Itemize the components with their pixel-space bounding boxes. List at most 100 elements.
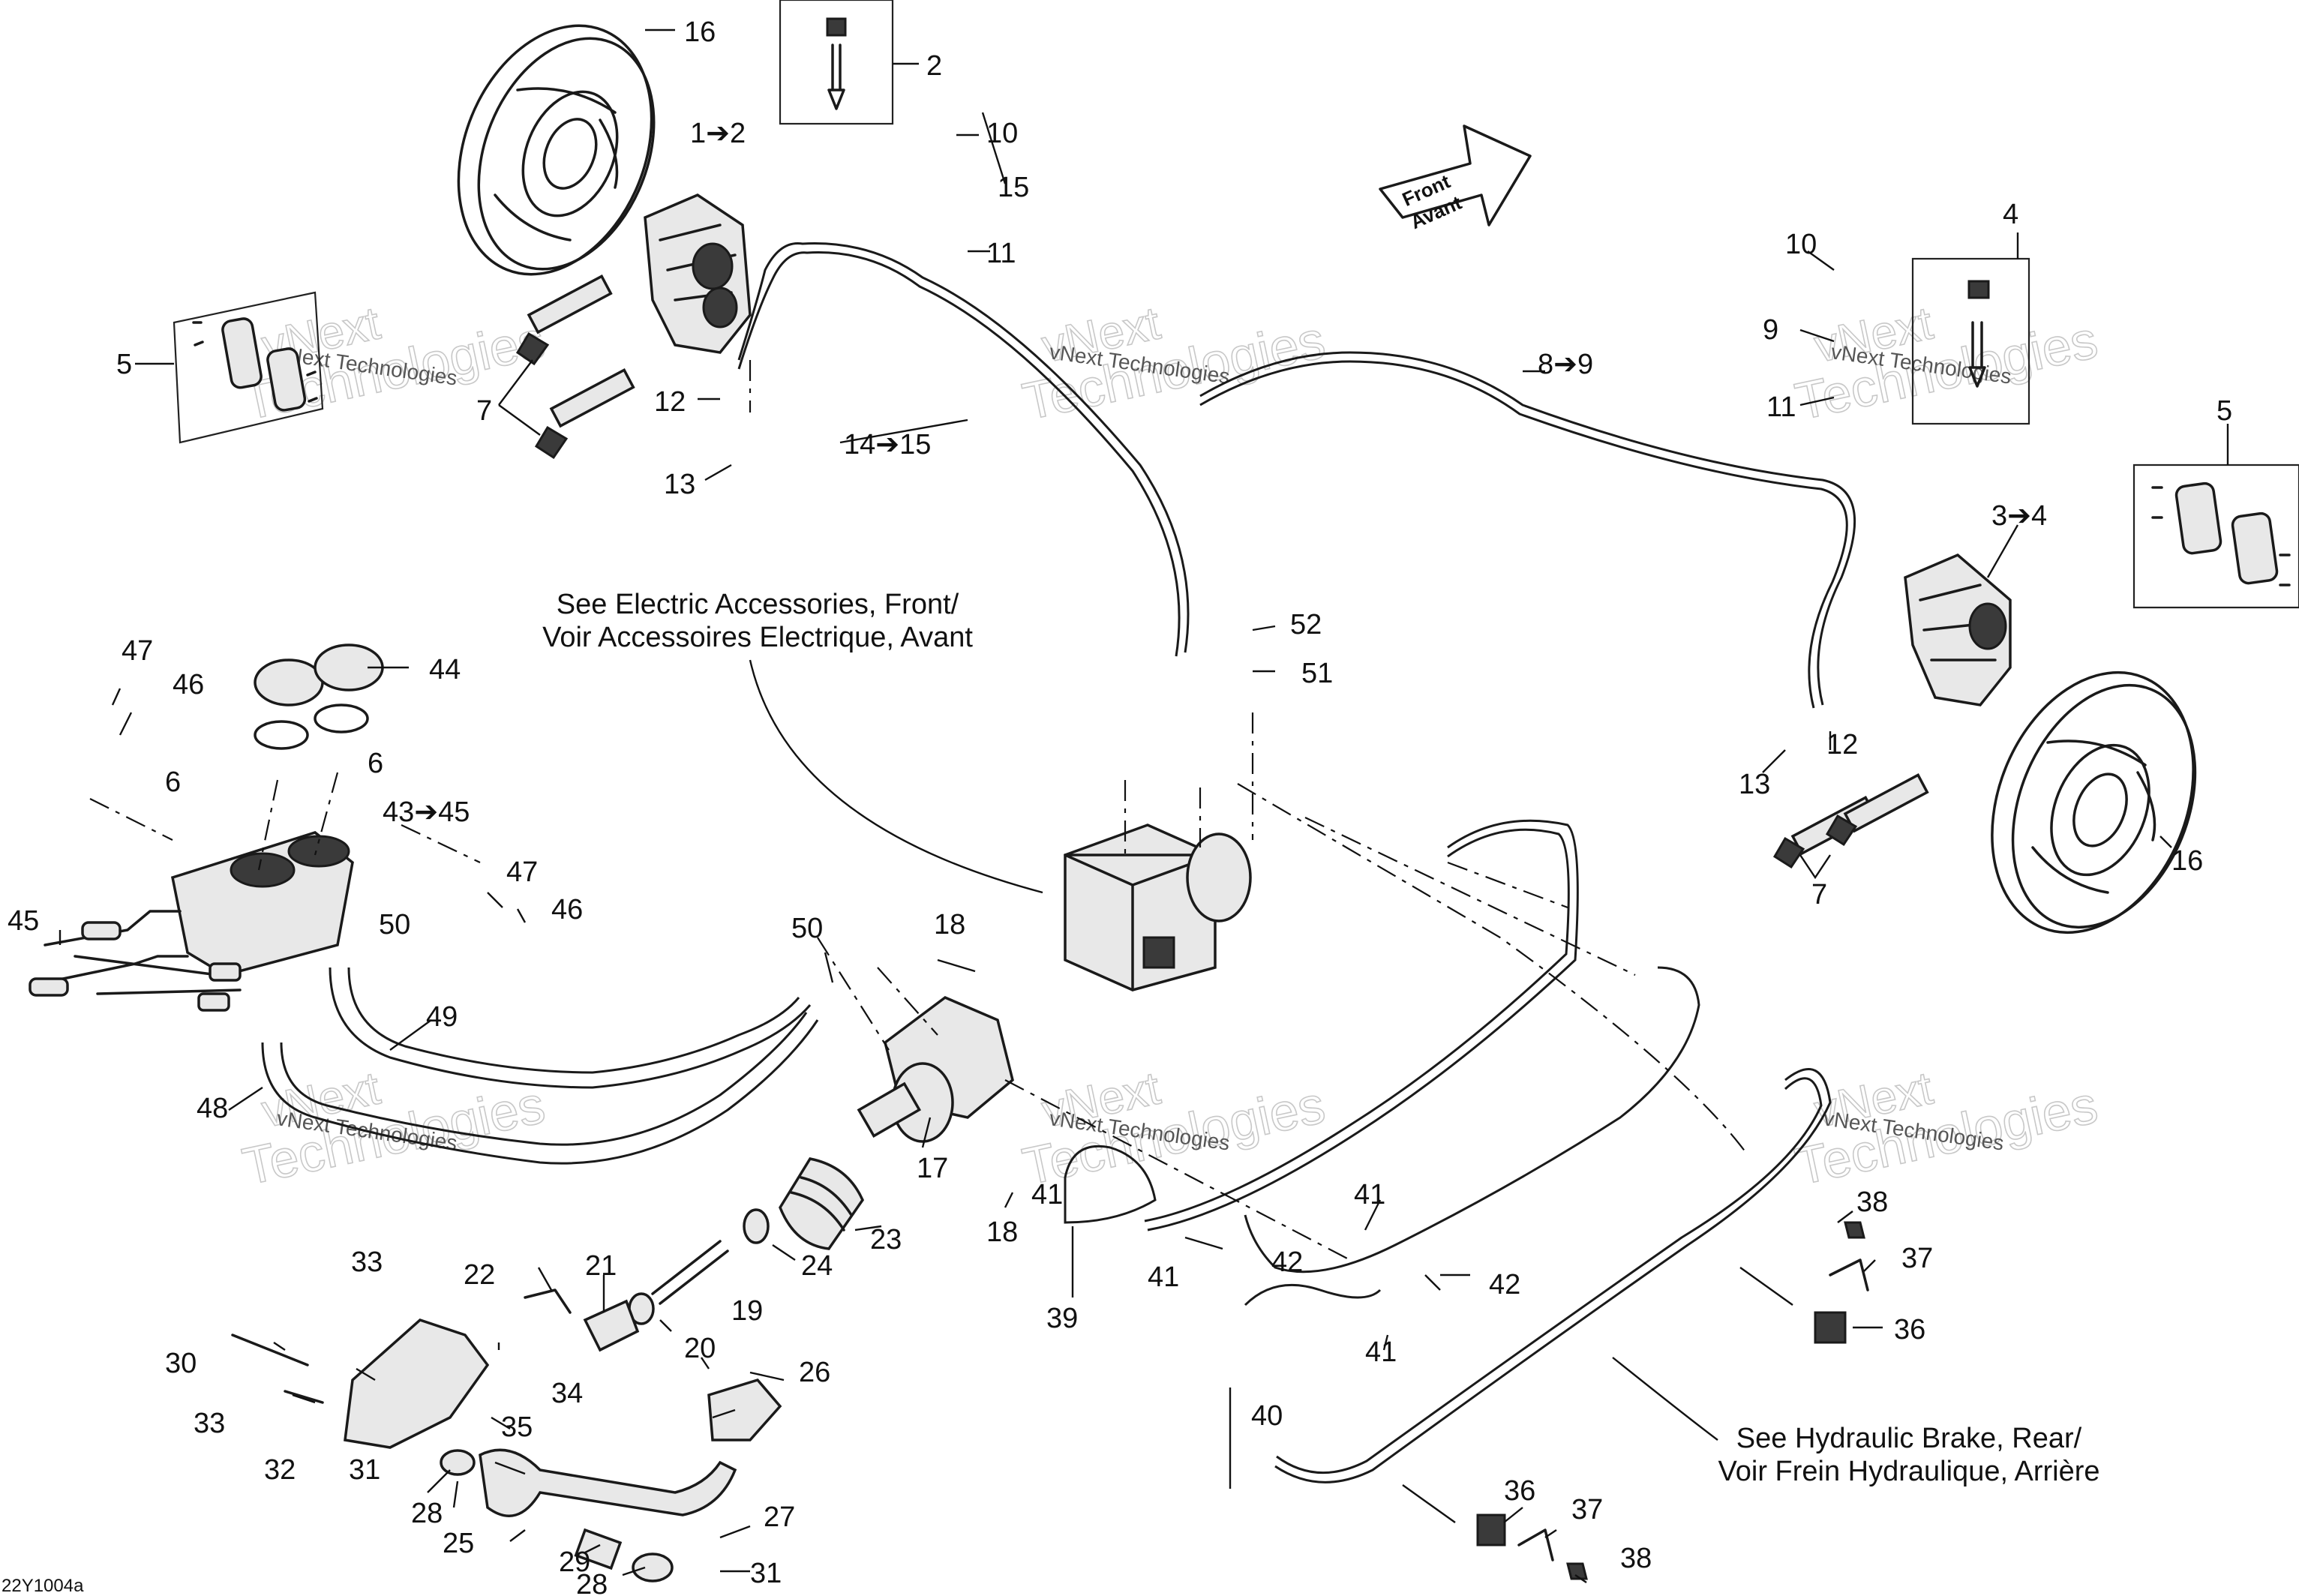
brake-pedal <box>440 1378 782 1582</box>
reservoir-hoses <box>261 967 819 1165</box>
callout-16: 16 <box>2171 845 2203 877</box>
callout-23: 23 <box>870 1224 902 1256</box>
caliper-bolts-left <box>515 274 635 460</box>
callout-6: 6 <box>165 766 181 798</box>
right-brake-disc <box>1991 670 2197 934</box>
callout-45: 45 <box>8 905 39 937</box>
callout-48: 48 <box>197 1093 228 1124</box>
diagram-code: 22Y1004a <box>2 1576 84 1596</box>
callout-11: 11 <box>1766 392 1796 423</box>
callout-20: 20 <box>684 1333 716 1364</box>
callout-33: 33 <box>351 1246 383 1278</box>
callout-41: 41 <box>1365 1336 1397 1368</box>
brake-pad-box-right <box>2132 464 2299 609</box>
brake-light-switch-harness <box>29 910 242 1012</box>
callout-43-45: 43➔45 <box>383 796 470 828</box>
callout-41: 41 <box>1354 1179 1385 1210</box>
brake-line-rear <box>1064 819 1832 1484</box>
callout-28: 28 <box>411 1498 443 1529</box>
callout-5: 5 <box>2216 395 2232 427</box>
line-clips-upper-right <box>1814 1221 1869 1344</box>
callout-37: 37 <box>1571 1494 1603 1526</box>
callout-4: 4 <box>2003 199 2018 230</box>
callout-18: 18 <box>986 1216 1018 1248</box>
callout-31: 31 <box>750 1558 782 1589</box>
callout-50: 50 <box>791 913 823 944</box>
callout-26: 26 <box>799 1357 830 1388</box>
callout-6: 6 <box>368 748 383 779</box>
callout-39: 39 <box>1046 1303 1078 1334</box>
left-caliper <box>644 194 752 354</box>
callout-24: 24 <box>801 1250 833 1282</box>
watermark-group: vNext Technologies vNext Technologies vN… <box>237 297 2103 1197</box>
master-cylinder-boot <box>779 1157 864 1250</box>
bleeder-box-right <box>1911 257 2030 425</box>
callout-17: 17 <box>917 1153 948 1184</box>
callout-12: 12 <box>1826 729 1858 760</box>
callout-15: 15 <box>998 172 1029 203</box>
callout-40: 40 <box>1251 1400 1283 1432</box>
callout-36: 36 <box>1504 1475 1535 1507</box>
callout-47: 47 <box>506 856 538 888</box>
callout-34: 34 <box>551 1378 583 1409</box>
callout-5: 5 <box>116 349 132 380</box>
note-hydraulic-brake-rear: See Hydraulic Brake, Rear/ <box>1736 1423 2082 1454</box>
callout-28: 28 <box>576 1569 608 1596</box>
line-clips-lower <box>1476 1514 1588 1580</box>
caliper-bolts-right <box>1772 772 1929 869</box>
callout-52: 52 <box>1290 609 1322 640</box>
reference-lines <box>89 360 1748 1261</box>
callout-8-9: 8➔9 <box>1538 349 1593 380</box>
pushrod-assembly <box>524 1208 770 1352</box>
callout-2: 2 <box>926 50 942 82</box>
callout-42: 42 <box>1489 1269 1520 1300</box>
note-electric-accessories: Voir Accessoires Electrique, Avant <box>542 622 973 653</box>
brake-line-front-right <box>1199 351 1856 709</box>
callout-21: 21 <box>585 1250 617 1282</box>
leader-lines <box>59 28 2229 1583</box>
callout-labels: 16 2 1➔2 10 15 11 5 7 12 13 14➔15 8➔9 10… <box>8 16 2232 1596</box>
callout-31: 31 <box>349 1454 380 1486</box>
callout-46: 46 <box>551 894 583 926</box>
callout-38: 38 <box>1856 1186 1888 1218</box>
cross-reference-notes: See Electric Accessories, Front/ Voir Ac… <box>542 589 2099 1487</box>
callout-13: 13 <box>664 469 695 500</box>
callout-41: 41 <box>1148 1262 1179 1293</box>
right-caliper <box>1904 553 2012 706</box>
note-electric-accessories: See Electric Accessories, Front/ <box>557 589 959 620</box>
callout-51: 51 <box>1301 658 1333 689</box>
master-cylinder <box>857 995 1014 1143</box>
callout-7: 7 <box>1811 879 1827 910</box>
callout-10: 10 <box>986 118 1018 149</box>
left-brake-disc <box>457 24 656 276</box>
callout-46: 46 <box>173 669 204 700</box>
callout-3-4: 3➔4 <box>1991 500 2047 532</box>
callout-38: 38 <box>1620 1543 1652 1574</box>
callout-42: 42 <box>1271 1246 1303 1278</box>
note-hydraulic-brake-rear: Voir Frein Hydraulique, Arrière <box>1718 1456 2100 1487</box>
callout-41: 41 <box>1031 1179 1063 1210</box>
callout-7: 7 <box>476 395 492 427</box>
pedal-bracket <box>231 1318 490 1449</box>
callout-35: 35 <box>501 1412 533 1443</box>
callout-12: 12 <box>654 386 686 418</box>
callout-44: 44 <box>429 654 461 686</box>
front-direction-arrow: Front Avant <box>1379 124 1532 233</box>
callout-14-15: 14➔15 <box>844 429 931 460</box>
callout-9: 9 <box>1763 314 1778 346</box>
callout-10: 10 <box>1785 229 1817 260</box>
callout-33: 33 <box>194 1408 225 1439</box>
callout-27: 27 <box>764 1502 795 1533</box>
bleeder-box-left <box>779 0 894 125</box>
callout-50: 50 <box>379 909 410 940</box>
callout-29: 29 <box>559 1546 590 1578</box>
callout-37: 37 <box>1901 1243 1933 1274</box>
callout-18: 18 <box>934 909 965 940</box>
brake-reservoir <box>170 831 354 976</box>
abs-module <box>1064 824 1252 992</box>
callout-1-2: 1➔2 <box>690 118 746 149</box>
callout-16: 16 <box>684 16 716 48</box>
callout-49: 49 <box>426 1001 458 1033</box>
reservoir-caps <box>254 644 384 750</box>
